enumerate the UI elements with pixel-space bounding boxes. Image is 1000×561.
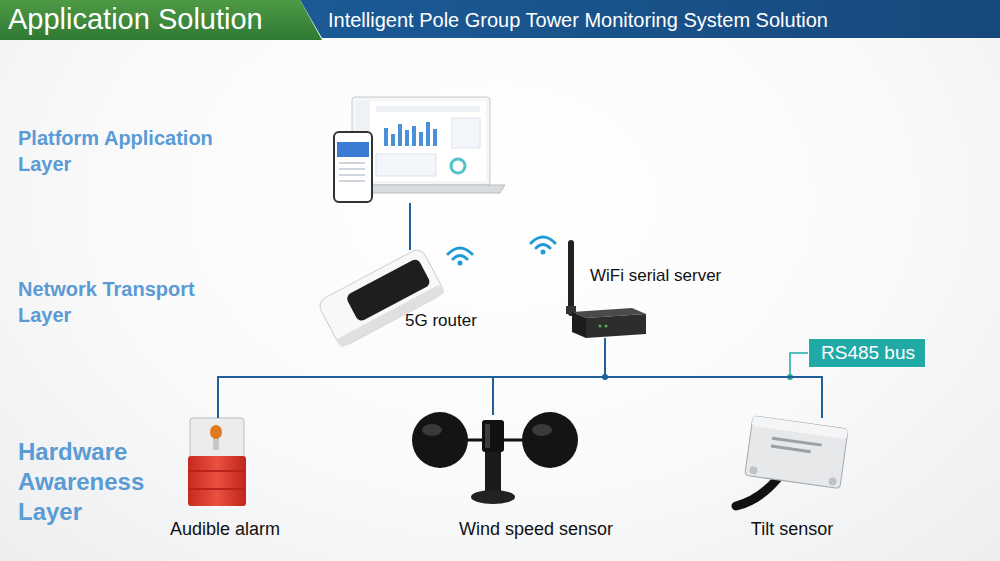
node-caption: Wind speed sensor <box>426 519 646 540</box>
router-illustration <box>317 247 446 348</box>
phone-illustration <box>334 132 372 202</box>
laptop-illustration <box>356 101 486 181</box>
bus-connector <box>218 338 605 418</box>
wifi-symbol <box>448 248 472 254</box>
wifi-symbol <box>536 245 550 249</box>
alarm-node: Audible alarm <box>160 418 290 546</box>
serial-server-illustration <box>605 325 608 328</box>
laptop-illustration <box>356 101 370 181</box>
laptop-illustration <box>384 128 388 146</box>
serial-server-illustration <box>566 240 646 338</box>
laptop-illustration <box>412 126 416 146</box>
laptop-illustration <box>405 130 409 146</box>
serial-server-illustration <box>599 325 602 328</box>
bus-junction-dot <box>602 374 608 380</box>
laptop-illustration <box>352 97 490 185</box>
alarm-illustration <box>188 418 246 506</box>
laptop-illustration <box>451 159 465 173</box>
alarm-illustration <box>210 425 222 439</box>
node-caption: Tilt sensor <box>727 519 857 540</box>
bus-connector <box>605 338 822 418</box>
wifi-symbol <box>453 256 467 260</box>
platform-node <box>333 97 505 203</box>
laptop-illustration <box>376 106 480 112</box>
alarm-illustration <box>188 470 246 472</box>
anemometer-illustration <box>412 412 468 468</box>
wind-sensor-node: Wind speed sensor <box>410 415 630 546</box>
alarm-illustration <box>188 456 246 506</box>
serial-server-illustration <box>572 308 646 318</box>
laptop-illustration <box>433 129 437 146</box>
anemometer-illustration <box>485 452 501 494</box>
bus-connector <box>493 338 605 415</box>
wifi-symbol <box>448 248 472 259</box>
layer-label: Platform Application Layer <box>18 125 248 177</box>
laptop-illustration <box>376 154 436 176</box>
tilt-sensor-illustration <box>736 416 848 506</box>
alarm-illustration <box>188 488 246 490</box>
phone-illustration <box>337 142 369 157</box>
router-illustration <box>317 247 446 348</box>
serial-server-illustration <box>586 314 646 338</box>
rs485-leader-line <box>787 374 793 380</box>
laptop-illustration <box>452 118 480 148</box>
laptop-illustration <box>391 134 395 146</box>
laptop-illustration <box>338 185 505 193</box>
tilt-sensor-illustration <box>745 416 848 489</box>
laptop-illustration <box>338 97 505 193</box>
layer-label: Network Transport Layer <box>18 276 228 328</box>
anemometer-illustration <box>482 420 504 452</box>
rs485-leader-line <box>790 353 808 377</box>
node-caption: RS485 bus <box>809 342 927 364</box>
wifi-symbol <box>531 237 555 248</box>
serial-server-illustration <box>566 306 576 314</box>
anemometer-illustration <box>485 424 490 448</box>
rs485-leader-line <box>787 353 808 380</box>
phone-illustration <box>339 180 365 182</box>
alarm-illustration <box>213 436 219 450</box>
laptop-illustration <box>419 132 423 146</box>
bus-callout: RS485 bus <box>808 338 926 368</box>
bus-connector <box>409 203 411 250</box>
anemometer-illustration <box>422 424 442 436</box>
header-bar <box>0 0 1000 40</box>
node-caption: 5G router <box>405 311 495 331</box>
laptop-illustration <box>426 122 430 146</box>
wifi-symbol <box>458 261 463 266</box>
tilt-sensor-illustration <box>736 478 778 506</box>
serial-server-illustration <box>572 312 586 338</box>
anemometer-illustration <box>412 412 578 504</box>
serial-server-illustration <box>568 240 574 316</box>
serial-server-node: WiFi serial server <box>560 238 750 338</box>
phone-illustration <box>339 174 365 176</box>
wifi-symbol <box>531 237 555 243</box>
anemometer-illustration <box>440 439 550 442</box>
tilt-sensor-illustration <box>772 437 822 447</box>
anemometer-illustration <box>471 490 515 504</box>
router-node: 5G router <box>315 250 495 345</box>
phone-illustration <box>334 132 372 202</box>
tilt-sensor-illustration <box>745 416 848 489</box>
node-caption: WiFi serial server <box>590 266 745 286</box>
tilt-sensor-illustration <box>752 416 848 439</box>
anemometer-illustration <box>522 412 578 468</box>
laptop-illustration <box>398 124 402 146</box>
tilt-sensor-illustration <box>771 445 811 454</box>
alarm-illustration <box>190 418 244 458</box>
anemometer-illustration <box>532 424 552 436</box>
tilt-sensor-node: Tilt sensor <box>730 418 860 546</box>
slide-title: Application Solution <box>8 3 263 36</box>
tilt-sensor-illustration <box>749 466 758 475</box>
layer-label: Hardware Awareness Layer <box>18 437 168 527</box>
header-bar <box>0 0 322 40</box>
phone-illustration <box>339 168 365 170</box>
wifi-symbol <box>541 250 546 255</box>
subtitle: Intelligent Pole Group Tower Monitoring … <box>328 9 828 32</box>
header-bar <box>300 0 1000 38</box>
phone-illustration <box>339 162 365 164</box>
tilt-sensor-illustration <box>828 477 837 486</box>
node-caption: Audible alarm <box>150 519 300 540</box>
